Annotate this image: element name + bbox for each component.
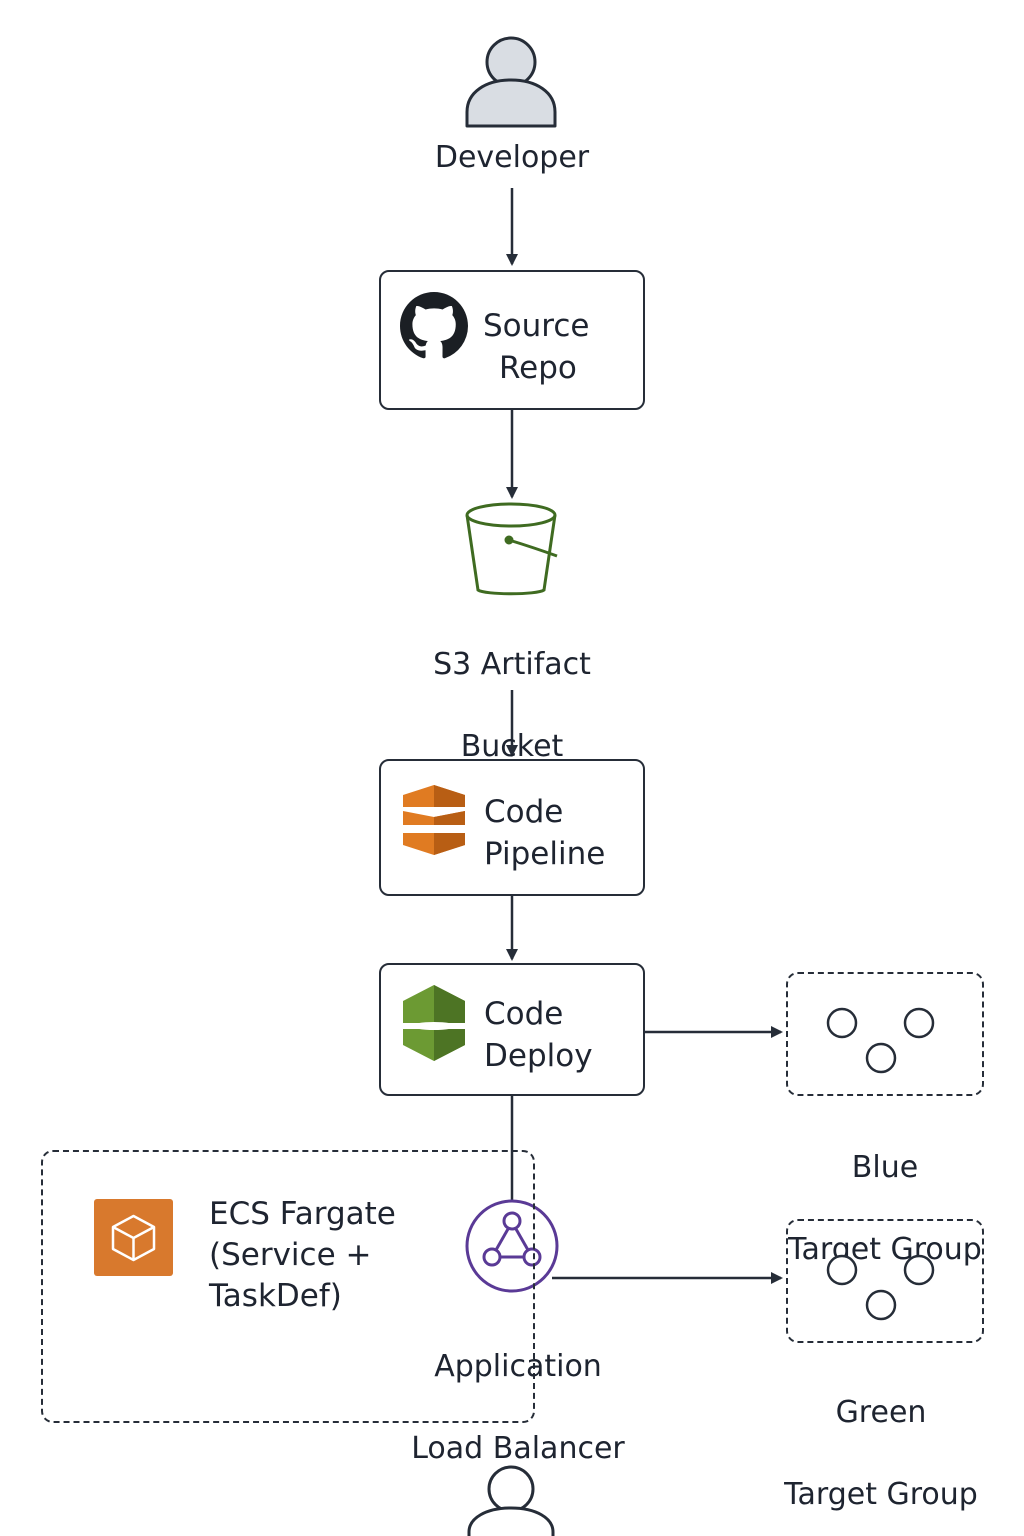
- blue-label-line1: Blue: [851, 1150, 919, 1185]
- target-group-icon: [826, 1007, 934, 1073]
- s3-bucket-label-line2: Bucket: [460, 729, 564, 764]
- codedeploy-label-line2: Deploy: [484, 1038, 593, 1074]
- cube-icon: [111, 1214, 156, 1262]
- source-repo-node[interactable]: Source Repo: [379, 270, 645, 410]
- ecs-fargate-icon: [94, 1199, 173, 1276]
- codedeploy-label-line1: Code: [484, 996, 564, 1032]
- target-group-icon: [826, 1254, 934, 1320]
- ecs-label-line3: TaskDef): [209, 1278, 342, 1314]
- s3-bucket-label: S3 Artifact Bucket: [382, 603, 642, 767]
- codepipeline-icon: [403, 785, 465, 855]
- alb-label-line2: Load Balancer: [411, 1431, 625, 1466]
- alb-label-line1: Application: [434, 1349, 602, 1384]
- blue-target-group-label: Blue Target Group: [780, 1106, 990, 1270]
- green-label-line1: Green: [835, 1395, 927, 1430]
- codepipeline-label-line1: Code: [484, 794, 564, 830]
- blue-label-line2: Target Group: [788, 1232, 982, 1267]
- end-user-icon: [467, 1465, 555, 1536]
- source-repo-label-line1: Source: [483, 308, 590, 344]
- source-repo-label-line2: Repo: [499, 350, 577, 386]
- codedeploy-icon: [403, 985, 465, 1061]
- ecs-fargate-label: ECS Fargate (Service + TaskDef): [209, 1194, 396, 1317]
- codepipeline-node[interactable]: Code Pipeline: [379, 759, 645, 896]
- ecs-fargate-cluster[interactable]: [41, 1150, 535, 1423]
- alb-label: Application Load Balancer: [388, 1305, 648, 1469]
- codepipeline-label-line2: Pipeline: [484, 836, 606, 872]
- green-target-group-label: Green Target Group: [776, 1351, 986, 1515]
- s3-bucket-icon: [465, 502, 558, 596]
- developer-label: Developer: [434, 140, 590, 175]
- s3-bucket-label-line1: S3 Artifact: [433, 647, 591, 682]
- github-icon: [400, 292, 468, 359]
- codedeploy-node[interactable]: Code Deploy: [379, 963, 645, 1096]
- user-icon: [465, 36, 557, 128]
- green-target-group[interactable]: [786, 1219, 984, 1343]
- green-label-line2: Target Group: [784, 1477, 978, 1512]
- ecs-label-line1: ECS Fargate: [209, 1196, 396, 1232]
- blue-target-group[interactable]: [786, 972, 984, 1096]
- ecs-label-line2: (Service +: [209, 1237, 372, 1273]
